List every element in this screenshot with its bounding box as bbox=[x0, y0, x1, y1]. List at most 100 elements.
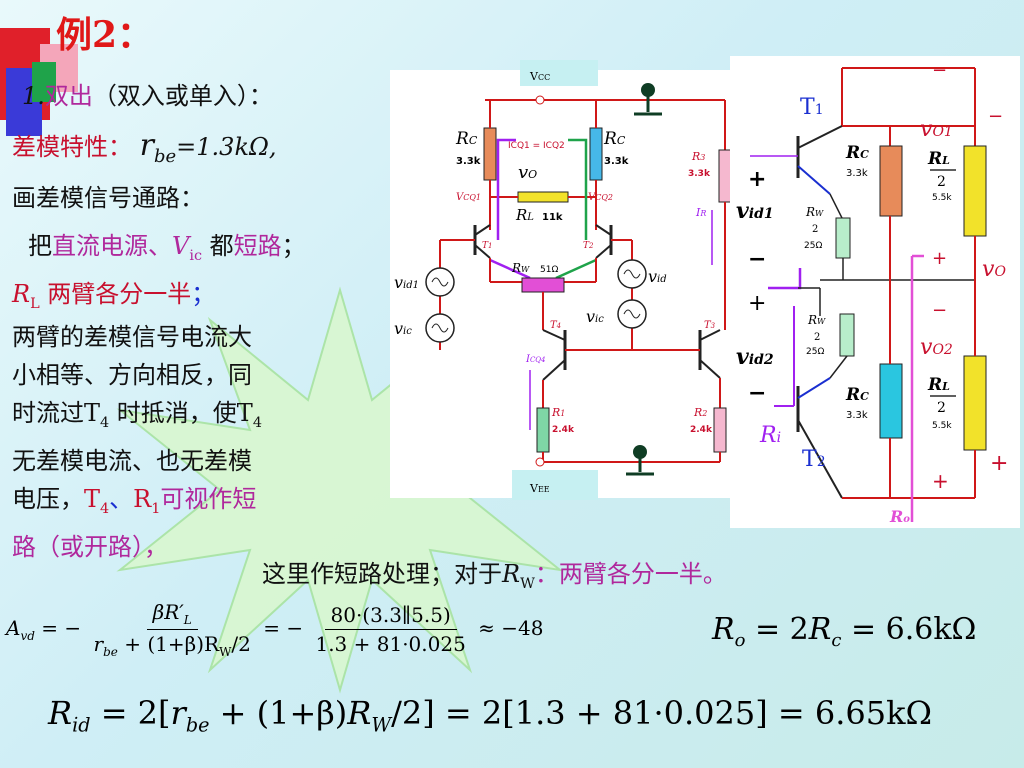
equiv-rl1-den: 2 bbox=[937, 174, 946, 190]
vee-label: VEE bbox=[529, 482, 550, 495]
r2-resistor bbox=[713, 407, 727, 453]
vee-terminal bbox=[535, 457, 545, 467]
rbe-value: =1.3kΩ, bbox=[176, 133, 277, 161]
equiv-rl2-label: RL bbox=[927, 375, 950, 395]
draw-path-line: 画差模信号通路： bbox=[12, 184, 204, 212]
rc-right-value: 3.3k bbox=[604, 156, 629, 167]
r2-label: R2 bbox=[693, 406, 707, 419]
rl-label: RL bbox=[515, 206, 534, 224]
vid-label: vid bbox=[648, 267, 667, 286]
equiv-vo2-minus: − bbox=[932, 300, 947, 321]
avd-fraction-2: 80·(3.3∥5.5) 1.3 + 81·0.025 bbox=[315, 603, 466, 656]
equiv-vo1-plus: + bbox=[932, 248, 947, 269]
slide-title: 例2： bbox=[56, 14, 154, 56]
avd-formula: Avd = − βR′L rbe + (1+β)RW/2 = − 80·(3.3… bbox=[6, 600, 544, 659]
equiv-rl2-den: 2 bbox=[937, 400, 946, 416]
equiv-vo-label: vO bbox=[982, 257, 1006, 282]
icq-label: ICQ1 = ICQ2 bbox=[508, 141, 565, 151]
equiv-rl1-resistor bbox=[963, 145, 987, 237]
ir-label: IR bbox=[695, 206, 706, 219]
equiv-rc1-value: 3.3k bbox=[846, 168, 868, 179]
r1-value: 2.4k bbox=[552, 425, 575, 435]
rc-right-label: RC bbox=[603, 129, 626, 149]
r2-value: 2.4k bbox=[690, 425, 713, 435]
equiv-t2-label: T2 bbox=[802, 447, 826, 472]
equiv-rl1-label: RL bbox=[927, 149, 950, 169]
mode-rest: （双入或单入）： bbox=[92, 82, 273, 110]
rl-value: 11k bbox=[542, 212, 563, 223]
equiv-rw1-resistor bbox=[835, 217, 851, 259]
signal-path-right bbox=[568, 138, 588, 240]
decor-block-green bbox=[32, 62, 56, 102]
equiv-ro-label: Ro bbox=[889, 507, 910, 526]
equiv-rc2-label: RC bbox=[845, 385, 869, 405]
equiv-ri-label: Ri bbox=[759, 423, 781, 448]
rw-label: RW bbox=[511, 261, 530, 275]
rid-formula: Rid = 2[rbe + (1+β)RW/2] = 2[1.3 + 81·0.… bbox=[48, 694, 933, 737]
rc-left-value: 3.3k bbox=[456, 156, 481, 167]
r3-value: 3.3k bbox=[688, 169, 711, 179]
rbe-symbol: rbe bbox=[139, 128, 177, 168]
signal-path-left bbox=[496, 138, 516, 240]
rc-left-resistor bbox=[483, 127, 497, 181]
equiv-rl2-resistor bbox=[963, 355, 987, 451]
equiv-rw2-den: 2 bbox=[814, 332, 820, 343]
vic-right-label: vic bbox=[586, 307, 604, 326]
t1-label: T1 bbox=[482, 241, 492, 251]
rl-resistor bbox=[517, 191, 569, 203]
mode-prefix: 1. bbox=[22, 82, 45, 110]
equiv-vid2-minus: − bbox=[748, 381, 766, 406]
equiv-vo1-minus: − bbox=[932, 60, 947, 81]
rc-right-resistor bbox=[589, 127, 603, 181]
equiv-rc1-resistor bbox=[879, 145, 903, 217]
icq4-label: ICQ4 bbox=[525, 354, 546, 365]
t2-label: T2 bbox=[583, 241, 594, 251]
explanation-paragraph: 两臂的差模信号电流大 小相等、方向相反，同 时流过T4 时抵消，使T4 无差模电… bbox=[12, 323, 262, 561]
vic-left-label: vic bbox=[394, 319, 412, 338]
equiv-rc2-value: 3.3k bbox=[846, 410, 868, 421]
t3-label: T3 bbox=[704, 320, 716, 331]
equiv-vo-minus: − bbox=[988, 106, 1003, 127]
ro-formula: Ro = 2Rc = 6.6kΩ bbox=[712, 612, 977, 651]
equiv-rw1-den: 2 bbox=[812, 224, 818, 235]
equiv-rl1-value: 5.5k bbox=[932, 193, 952, 203]
equiv-t1-label: T1 bbox=[800, 95, 824, 120]
equiv-vo2-plus: + bbox=[932, 469, 949, 493]
t4-label: T4 bbox=[550, 320, 561, 331]
vcc-terminal bbox=[535, 95, 545, 105]
equiv-vid2-label: vid2 bbox=[736, 344, 774, 370]
vo-label: vO bbox=[518, 162, 537, 183]
equiv-vo1-label: vO1 bbox=[920, 117, 953, 142]
equiv-rw1-label: RW bbox=[805, 205, 824, 219]
equiv-rw1-value: 25Ω bbox=[804, 241, 822, 251]
rl-split-line: RL 两臂各分一半； bbox=[12, 280, 216, 312]
rw-resistor bbox=[521, 277, 565, 293]
equiv-rw2-resistor bbox=[839, 313, 855, 357]
r3-label: R3 bbox=[691, 150, 705, 163]
equiv-vo-plus: + bbox=[990, 451, 1008, 476]
r1-resistor bbox=[536, 407, 550, 453]
equiv-vid1-plus: + bbox=[748, 167, 766, 192]
dm-char-line: 差模特性： rbe=1.3kΩ, bbox=[12, 130, 277, 173]
differential-mode-equivalent-circuit: T1 RC 3.3k RL 2 5.5k vO1 − − + vO RW 2 2… bbox=[730, 56, 1020, 528]
equiv-rw2-value: 25Ω bbox=[806, 347, 824, 357]
equiv-vid1-label: vid1 bbox=[736, 198, 774, 224]
equiv-vid2-plus: + bbox=[748, 291, 766, 316]
rc-left-label: RC bbox=[455, 129, 478, 149]
avd-fraction-1: βR′L rbe + (1+β)RW/2 bbox=[93, 600, 251, 659]
vcq1-label: VCQ1 bbox=[456, 192, 481, 203]
vee-label-box bbox=[512, 470, 598, 500]
rw-value: 51Ω bbox=[540, 265, 558, 275]
mode-line: 1.双出（双入或单入）： bbox=[22, 80, 273, 112]
equiv-rw2-label: RW bbox=[807, 313, 826, 327]
vcc-label: VCC bbox=[529, 70, 550, 83]
differential-amplifier-circuit: VCC RC 3.3k RC 3.3k ICQ1 = ICQ2 vO VCQ1 … bbox=[390, 60, 738, 500]
equiv-vid1-minus: − bbox=[748, 247, 766, 272]
equiv-vo2-label: vO2 bbox=[920, 335, 953, 360]
vcc-label-box bbox=[520, 60, 598, 86]
mode-label: 双出 bbox=[44, 82, 93, 110]
dm-char-label: 差模特性： bbox=[12, 133, 132, 161]
equiv-rc2-resistor bbox=[879, 363, 903, 439]
equiv-rl2-value: 5.5k bbox=[932, 421, 952, 431]
short-circuit-line: 把直流电源、Vic 都短路； bbox=[28, 232, 306, 264]
